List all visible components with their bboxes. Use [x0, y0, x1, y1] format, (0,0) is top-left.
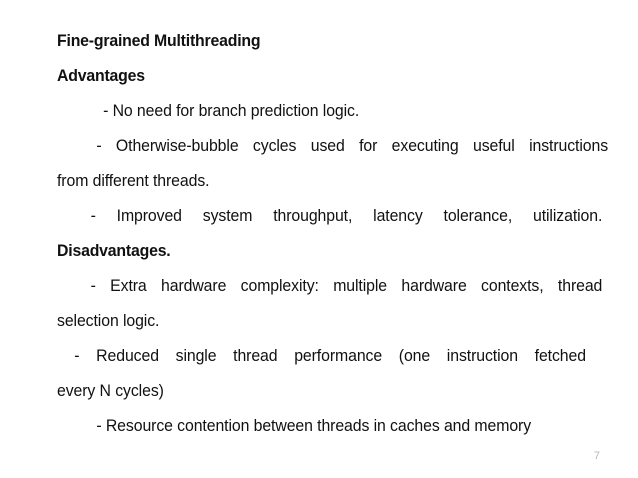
disadvantage-bullet-1-line-2: selection logic. [57, 312, 160, 330]
page-number: 7 [593, 450, 600, 462]
disadvantage-bullet-1-line-1: - Extra hardware complexity: multiple ha… [90, 277, 603, 295]
disadvantage-bullet-2-line-2: every N cycles) [57, 382, 164, 400]
disadvantage-bullet-2-line-1: - Reduced single thread performance (one… [74, 347, 586, 365]
advantage-bullet-3: - Improved system throughput, latency to… [90, 207, 603, 225]
section-heading-disadvantages: Disadvantages. [57, 242, 171, 260]
section-heading-advantages: Advantages [57, 67, 145, 85]
advantage-bullet-2-line-1: - Otherwise-bubble cycles used for execu… [96, 137, 609, 155]
advantage-bullet-2-line-2: from different threads. [57, 172, 210, 190]
disadvantage-bullet-3: - Resource contention between threads in… [96, 417, 532, 435]
slide-title: Fine-grained Multithreading [57, 32, 261, 50]
slide-body: Fine-grained Multithreading Advantages -… [57, 24, 608, 444]
advantage-bullet-1: - No need for branch prediction logic. [103, 102, 360, 120]
